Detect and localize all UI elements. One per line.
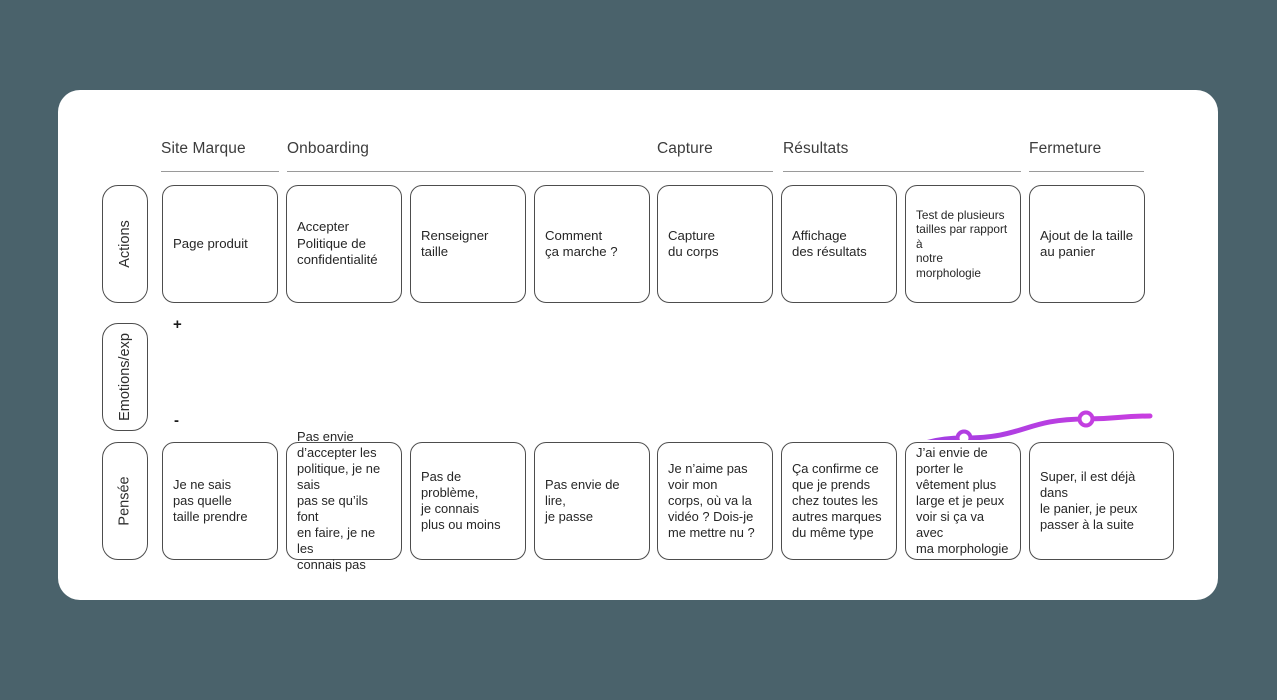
emotion-point[interactable] xyxy=(1077,410,1095,428)
thought-card-text: Pas de problème, je connais plus ou moin… xyxy=(421,469,501,532)
thought-card[interactable]: Pas de problème, je connais plus ou moin… xyxy=(410,442,526,560)
action-card-text: Comment ça marche ? xyxy=(545,227,618,260)
row-label-thought: Pensée xyxy=(102,442,148,560)
row-label-actions-text: Actions xyxy=(117,220,133,268)
phase-header: Fermeture xyxy=(1029,140,1144,172)
action-card[interactable]: Capture du corps xyxy=(657,185,773,303)
action-card[interactable]: Page produit xyxy=(162,185,278,303)
action-card[interactable]: Test de plusieurs tailles par rapport à … xyxy=(905,185,1021,303)
action-card[interactable]: Renseigner taille xyxy=(410,185,526,303)
thought-card[interactable]: Ça confirme ce que je prends chez toutes… xyxy=(781,442,897,560)
thought-card[interactable]: Pas envie d’accepter les politique, je n… xyxy=(286,429,402,572)
action-card[interactable]: Ajout de la taille au panier xyxy=(1029,185,1145,303)
action-card-text: Capture du corps xyxy=(668,227,719,260)
action-card-text: Ajout de la taille au panier xyxy=(1040,227,1134,260)
thought-card[interactable]: Je n’aime pas voir mon corps, où va la v… xyxy=(657,442,773,560)
thought-card-text: Pas envie d’accepter les politique, je n… xyxy=(297,429,381,572)
journey-map-card: Site Marque Onboarding Capture Résultats… xyxy=(58,90,1218,600)
action-card-text: Accepter Politique de confidentialité xyxy=(297,219,378,268)
phase-rule xyxy=(161,171,279,172)
action-card-text: Test de plusieurs tailles par rapport à … xyxy=(916,207,1008,280)
row-label-emotions: Emotions/exp xyxy=(102,323,148,431)
phase-header: Site Marque xyxy=(161,140,279,172)
thought-card[interactable]: J’ai envie de porter le vêtement plus la… xyxy=(905,442,1021,560)
phase-label: Onboarding xyxy=(287,140,370,157)
thought-card-text: Super, il est déjà dans le panier, je pe… xyxy=(1040,469,1138,532)
thought-card-text: Je ne sais pas quelle taille prendre xyxy=(173,477,248,524)
thought-card[interactable]: Super, il est déjà dans le panier, je pe… xyxy=(1029,442,1174,560)
action-card-text: Page produit xyxy=(173,235,248,251)
phase-label: Site Marque xyxy=(161,140,246,157)
phase-header: Capture xyxy=(657,140,771,172)
emotion-point[interactable] xyxy=(955,429,973,441)
thought-card[interactable]: Je ne sais pas quelle taille prendre xyxy=(162,442,278,560)
emotion-curve-nodes xyxy=(955,410,1095,441)
phase-header: Onboarding xyxy=(287,140,773,172)
axis-marker-negative: - xyxy=(174,412,179,429)
thought-card[interactable]: Pas envie de lire, je passe xyxy=(534,442,650,560)
phase-header: Résultats xyxy=(783,140,1021,172)
row-label-thought-text: Pensée xyxy=(117,476,133,526)
phase-rule xyxy=(1029,171,1144,172)
phase-rule xyxy=(657,171,771,172)
action-card-text: Affichage des résultats xyxy=(792,227,867,260)
thought-card-text: Ça confirme ce que je prends chez toutes… xyxy=(792,461,882,540)
action-card[interactable]: Affichage des résultats xyxy=(781,185,897,303)
thought-card-text: J’ai envie de porter le vêtement plus la… xyxy=(916,445,1009,556)
phase-label: Résultats xyxy=(783,140,849,157)
emotion-curve-chart xyxy=(927,410,1153,441)
phase-rule xyxy=(783,171,1021,172)
row-label-actions: Actions xyxy=(102,185,148,303)
thought-card-text: Je n’aime pas voir mon corps, où va la v… xyxy=(668,461,755,540)
action-card[interactable]: Accepter Politique de confidentialité xyxy=(286,185,402,303)
phase-label: Fermeture xyxy=(1029,140,1102,157)
thought-card-text: Pas envie de lire, je passe xyxy=(545,477,620,524)
phase-rule xyxy=(287,171,773,172)
action-card[interactable]: Comment ça marche ? xyxy=(534,185,650,303)
phase-label: Capture xyxy=(657,140,713,157)
emotion-curve-line xyxy=(927,413,1153,440)
action-card-text: Renseigner taille xyxy=(421,227,489,260)
axis-marker-positive: + xyxy=(173,316,182,333)
